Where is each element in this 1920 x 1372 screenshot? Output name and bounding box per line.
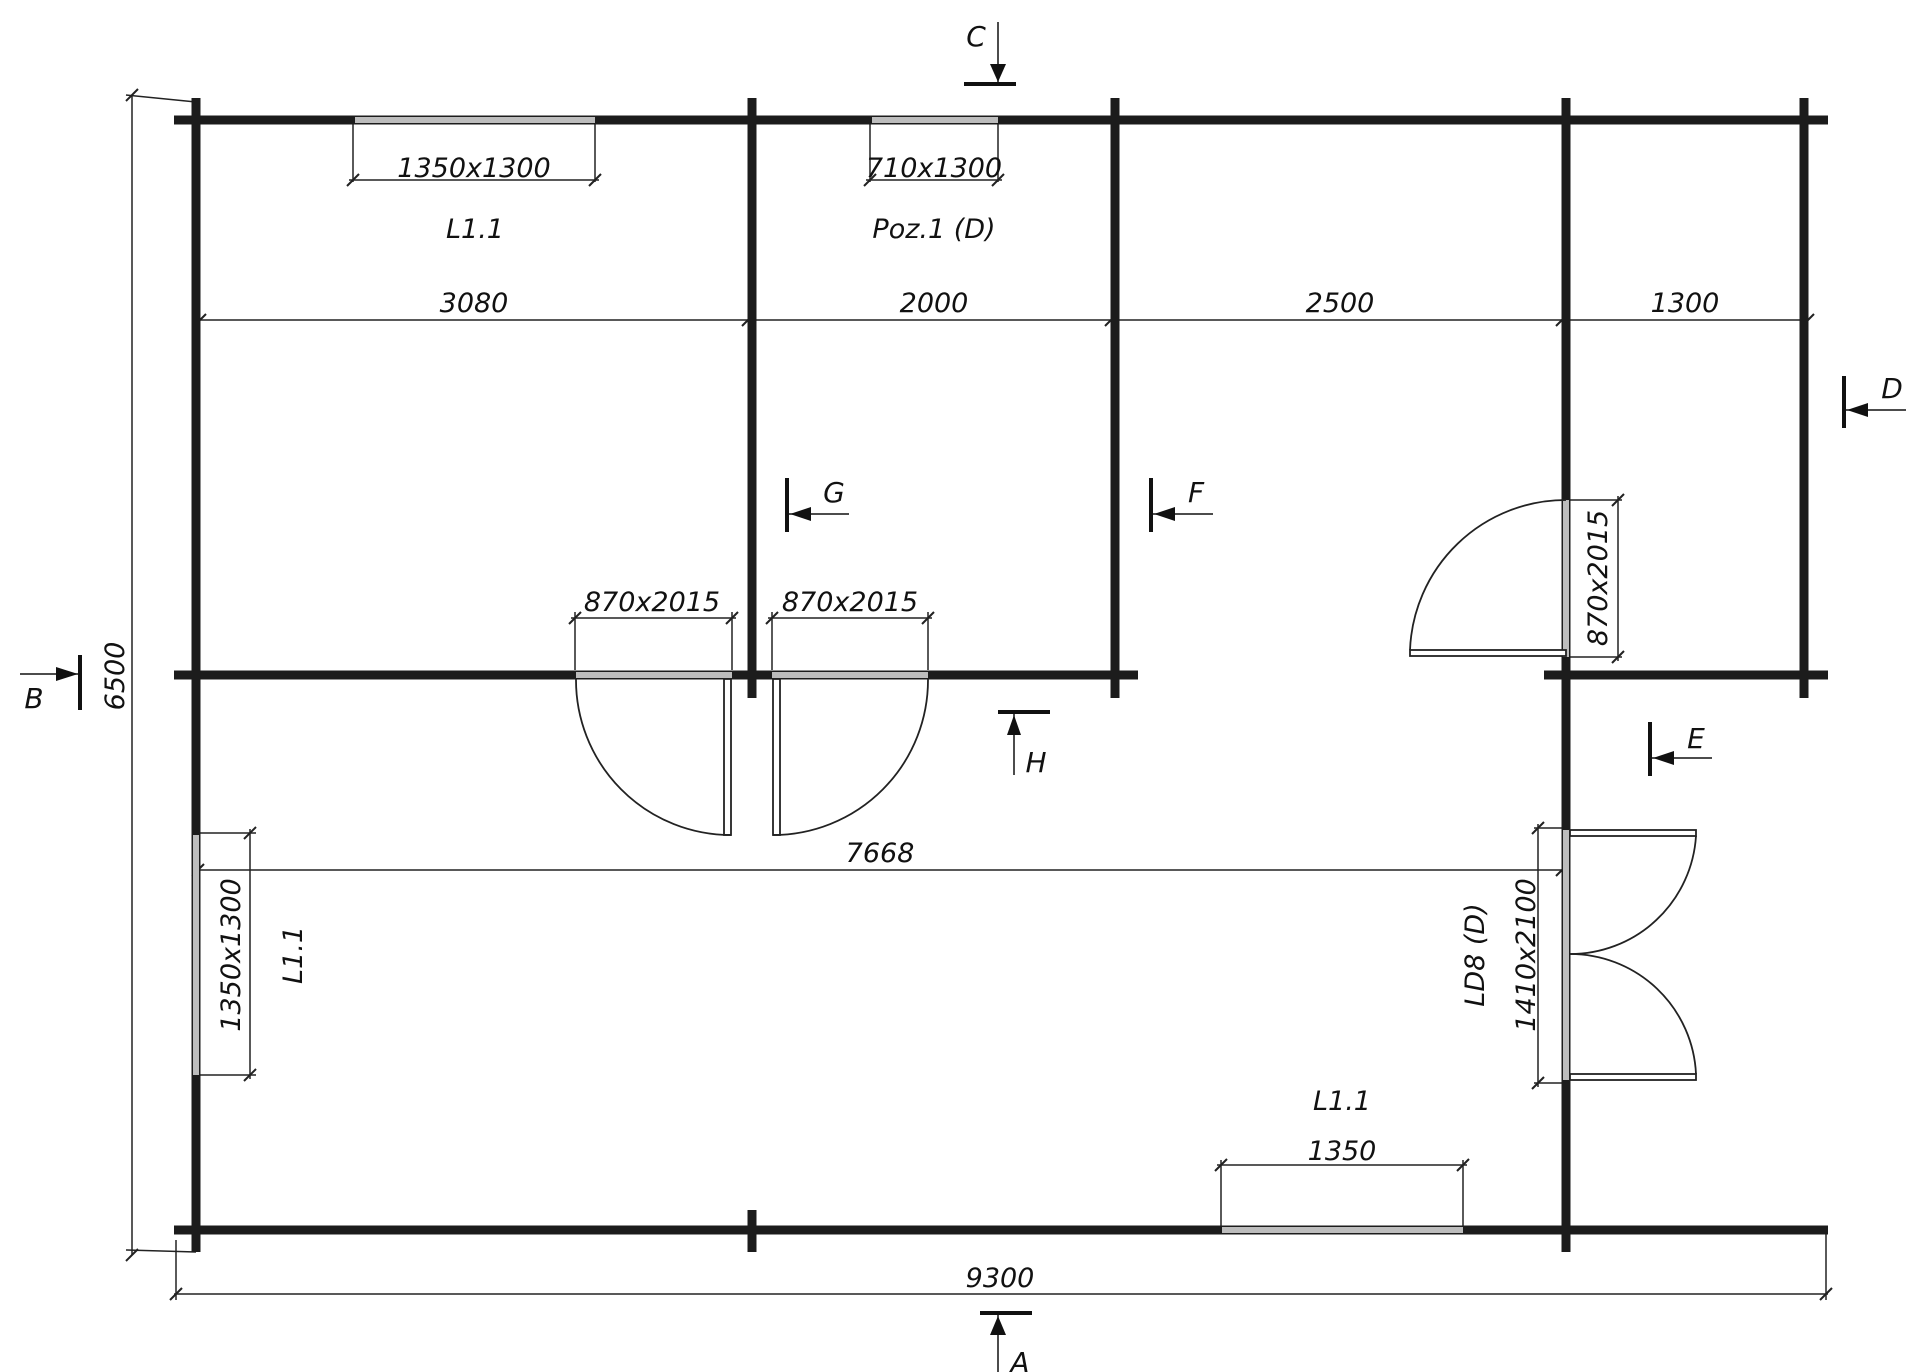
labels: 1350x1300 L1.1 710x1300 Poz.1 (D) 3080 2… <box>24 20 1902 1372</box>
section-marker-c <box>964 22 1016 86</box>
window-top-left-code: L1.1 <box>446 214 504 245</box>
openings <box>193 117 1569 1233</box>
window-bottom-code: L1.1 <box>1313 1086 1371 1117</box>
room-width-4: 1300 <box>1651 288 1720 319</box>
room-width-1: 3080 <box>440 288 509 319</box>
entrance-leaf-bottom <box>1569 1073 1697 1081</box>
window-top-left-size: 1350x1300 <box>397 153 550 184</box>
hall-length: 7668 <box>846 838 915 869</box>
door-1-size: 870x2015 <box>584 587 720 618</box>
section-marker-h <box>998 710 1050 775</box>
section-marker-b <box>20 655 82 710</box>
room-width-3: 2500 <box>1306 288 1375 319</box>
section-label-f: F <box>1188 476 1205 509</box>
entrance-leaf-top <box>1569 829 1697 837</box>
entrance-size: 1410x2100 <box>1511 878 1542 1031</box>
window-top-middle-code: Poz.1 (D) <box>872 214 995 245</box>
section-marker-f <box>1149 478 1213 532</box>
section-label-e: E <box>1687 722 1705 755</box>
door-east-size: 870x2015 <box>1583 510 1614 646</box>
section-label-a: A <box>1008 1346 1029 1372</box>
overall-width: 9300 <box>966 1263 1035 1294</box>
entrance-arc-top <box>1569 835 1697 955</box>
window-left-size: 1350x1300 <box>216 878 247 1031</box>
door-east-leaf <box>1409 649 1567 657</box>
section-marker-e <box>1648 722 1712 776</box>
door-1-leaf <box>723 678 732 836</box>
door-1-arc <box>575 678 732 836</box>
section-marker-a <box>980 1311 1032 1372</box>
door-swings <box>575 499 1697 1081</box>
section-marker-g <box>785 478 849 532</box>
section-marker-d <box>1842 376 1906 428</box>
section-label-g: G <box>823 476 845 509</box>
section-label-d: D <box>1881 372 1903 405</box>
window-top-middle-size: 710x1300 <box>866 153 1002 184</box>
section-label-c: C <box>966 20 986 53</box>
door-2-arc <box>772 678 929 836</box>
section-markers <box>20 22 1906 1372</box>
window-bottom-size: 1350 <box>1308 1136 1377 1167</box>
entrance-arc-bottom <box>1569 953 1697 1075</box>
overall-depth: 6500 <box>100 642 131 711</box>
section-label-h: H <box>1025 746 1046 779</box>
entrance-code: LD8 (D) <box>1460 903 1491 1006</box>
room-width-2: 2000 <box>900 288 969 319</box>
door-2-size: 870x2015 <box>782 587 918 618</box>
door-east-arc <box>1409 499 1567 651</box>
section-label-b: B <box>24 682 43 715</box>
door-2-leaf <box>772 678 781 836</box>
window-left-code: L1.1 <box>278 926 309 984</box>
